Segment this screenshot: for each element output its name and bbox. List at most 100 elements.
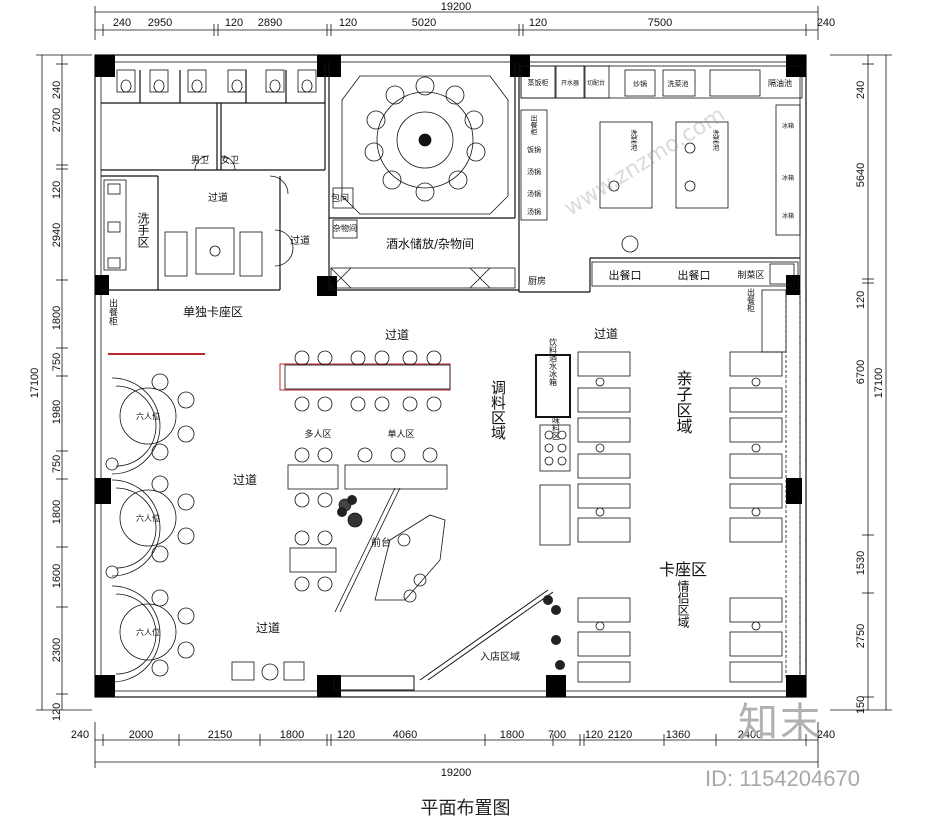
label-serving-window2: 出餐口 bbox=[678, 268, 711, 282]
dim-top-seg: 240 bbox=[817, 17, 835, 29]
watermark-brand: 知末 bbox=[738, 700, 822, 746]
dimension-labels: 19200 240 2950 120 2890 120 5020 120 750… bbox=[29, 1, 885, 779]
dim-left-seg: 750 bbox=[51, 353, 63, 371]
plan-caption: 平面布置图 bbox=[420, 798, 511, 819]
equipment-labels: 蒸饭柜 开水器 切配台 炒锅 洗菜池 隔油池 出餐柜 饭锅 汤锅 汤锅 汤锅 洗… bbox=[527, 78, 794, 220]
dim-left-seg: 1800 bbox=[51, 500, 63, 524]
label-prep-area: 制菜区 bbox=[737, 269, 764, 281]
label-fridge: 冰箱 bbox=[782, 174, 794, 182]
serving-boundary-marker bbox=[279, 363, 451, 391]
dim-bottom-seg: 2120 bbox=[608, 729, 632, 741]
label-washroom-women: 女卫 bbox=[221, 154, 239, 166]
dim-right-seg: 6700 bbox=[855, 360, 867, 384]
dim-left-total: 17100 bbox=[29, 368, 41, 399]
label-passage-right: 过道 bbox=[594, 327, 618, 341]
dim-right-seg: 2750 bbox=[855, 624, 867, 648]
dim-right-seg: 120 bbox=[855, 291, 867, 309]
reception-desk bbox=[334, 487, 446, 613]
dim-bottom-seg: 240 bbox=[817, 729, 835, 741]
dim-top-seg: 5020 bbox=[412, 17, 436, 29]
dim-right-seg: 240 bbox=[855, 81, 867, 99]
dim-bottom-seg: 2000 bbox=[129, 729, 153, 741]
label-spice-zone: 味料区 bbox=[552, 415, 561, 440]
storage-shelves bbox=[330, 187, 516, 289]
entrance-line bbox=[333, 589, 554, 691]
label-reception: 前台 bbox=[371, 536, 391, 549]
label-booth-zone: 卡座区 bbox=[659, 560, 707, 579]
label-fridge: 冰箱 bbox=[782, 122, 794, 130]
dim-bottom-seg: 120 bbox=[585, 729, 603, 741]
label-couple-zone: 情侣区域 bbox=[676, 580, 690, 628]
label-dish-sink: 洗菜池 bbox=[668, 79, 689, 88]
label-wash-basin: 洗菜池 bbox=[712, 129, 720, 151]
wash-basins bbox=[103, 179, 263, 277]
dim-bottom-seg: 700 bbox=[548, 729, 566, 741]
label-six-seat: 六人位 bbox=[136, 513, 160, 523]
dim-top-seg: 120 bbox=[529, 17, 547, 29]
label-water-heater: 开水器 bbox=[561, 79, 579, 87]
dim-left-seg: 240 bbox=[51, 81, 63, 99]
dim-top-seg: 7500 bbox=[648, 17, 672, 29]
label-washroom-men: 男卫 bbox=[191, 155, 209, 166]
label-six-seat: 六人位 bbox=[136, 627, 160, 637]
label-passage-small: 过道 bbox=[290, 234, 310, 247]
dim-bottom-seg: 240 bbox=[71, 729, 89, 741]
six-seat-tables bbox=[105, 373, 195, 683]
label-soup-pot: 汤锅 bbox=[527, 167, 541, 176]
label-wash-basin: 洗菜池 bbox=[630, 129, 638, 151]
dim-top-seg: 2950 bbox=[148, 17, 172, 29]
label-wok: 炒锅 bbox=[633, 79, 647, 88]
dim-left-seg: 1800 bbox=[51, 306, 63, 330]
label-storage: 酒水储放/杂物间 bbox=[386, 236, 474, 251]
label-passage-top: 过道 bbox=[208, 191, 228, 204]
center-tables bbox=[284, 350, 451, 592]
label-cabinet: 出餐柜 bbox=[530, 114, 538, 137]
dim-left-seg: 750 bbox=[51, 455, 63, 473]
round-table bbox=[341, 75, 509, 215]
room-labels: 男卫 女卫 过道 过道 洗手区 包间 杂物间 酒水储放/杂物间 厨房 出餐口 出… bbox=[107, 154, 765, 663]
dim-bottom-seg: 1800 bbox=[500, 729, 524, 741]
partitions bbox=[101, 62, 800, 293]
label-entrance: 入店区域 bbox=[480, 650, 520, 663]
dim-left-seg: 2940 bbox=[51, 223, 63, 247]
dim-right-seg: 150 bbox=[855, 696, 867, 714]
dim-left-seg: 120 bbox=[51, 181, 63, 199]
label-seasoning: 调料区域 bbox=[489, 380, 507, 440]
label-chopping: 切配台 bbox=[587, 79, 605, 87]
label-serving-window: 出餐口 bbox=[609, 268, 642, 282]
label-single-zone: 单人区 bbox=[387, 428, 414, 440]
dim-right-total: 17100 bbox=[873, 368, 885, 399]
label-passage-mid: 过道 bbox=[385, 328, 409, 342]
dimension-lines bbox=[36, 6, 892, 768]
label-soup-pot: 饭锅 bbox=[527, 145, 541, 154]
label-rice-cabinet: 蒸饭柜 bbox=[528, 78, 549, 87]
kitchen-equipment bbox=[520, 65, 803, 287]
dim-bottom-seg: 2400 bbox=[738, 729, 762, 741]
label-oil-sink: 隔油池 bbox=[768, 78, 792, 88]
label-multi-zone: 多人区 bbox=[304, 428, 331, 440]
dim-bottom-seg: 1360 bbox=[666, 729, 690, 741]
dim-bottom-seg: 120 bbox=[337, 729, 355, 741]
label-passage-bottom: 过道 bbox=[256, 621, 280, 635]
dim-top-seg: 2890 bbox=[258, 17, 282, 29]
booth-seats bbox=[577, 289, 801, 683]
watermark-id: ID: 1154204670 bbox=[705, 766, 860, 791]
dim-top-seg: 120 bbox=[339, 17, 357, 29]
dim-left-seg: 120 bbox=[51, 703, 63, 721]
plants bbox=[337, 495, 565, 670]
label-six-seat: 六人位 bbox=[136, 411, 160, 421]
label-passage-left: 过道 bbox=[233, 473, 257, 487]
toilets bbox=[116, 69, 317, 267]
label-fridge: 冰箱 bbox=[782, 212, 794, 220]
label-private-room: 包间 bbox=[331, 192, 349, 204]
bottom-chairs bbox=[231, 661, 305, 681]
label-serving-cabinet: 出餐柜 bbox=[107, 297, 118, 326]
label-handwash: 洗手区 bbox=[136, 212, 150, 248]
dim-top-seg: 120 bbox=[225, 17, 243, 29]
dim-left-seg: 2700 bbox=[51, 108, 63, 132]
label-drinks-fridge: 饮料酒水冰箱 bbox=[549, 337, 558, 387]
dim-bottom-seg: 2150 bbox=[208, 729, 232, 741]
dim-right-seg: 5640 bbox=[855, 163, 867, 187]
dim-bottom-total: 19200 bbox=[441, 767, 472, 779]
